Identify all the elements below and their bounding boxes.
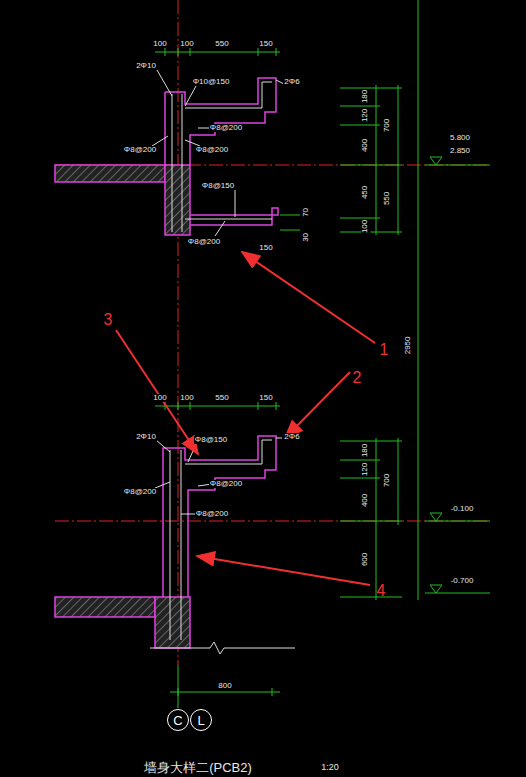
drawing-caption: 墙身大样二(PCB2) xyxy=(143,761,253,775)
dimension-label: Φ10@150 xyxy=(192,78,231,87)
dimension-label: 5.800 xyxy=(449,134,471,143)
dimension-label: 100 xyxy=(179,394,194,403)
dimension-label: 120 xyxy=(362,107,371,122)
dimension-label: 550 xyxy=(214,40,229,49)
dimension-label: 150 xyxy=(258,394,273,403)
callout-number: 4 xyxy=(376,582,387,600)
axis-circle: L xyxy=(190,709,212,731)
dimension-label: 2Φ6 xyxy=(283,78,300,87)
dimension-label: -0.100 xyxy=(450,505,475,514)
dimension-label: 180 xyxy=(362,442,371,457)
dimension-label: 550 xyxy=(214,394,229,403)
dimension-label: 150 xyxy=(258,244,273,253)
dimension-label: 2Φ6 xyxy=(283,433,300,442)
dimension-label: Φ8@200 xyxy=(123,488,157,497)
callout-number: 1 xyxy=(379,341,390,359)
dimension-label: 550 xyxy=(384,190,393,205)
dimension-label: 180 xyxy=(362,88,371,103)
dimension-label: Φ8@200 xyxy=(123,146,157,155)
dimension-label: 100 xyxy=(362,218,371,233)
dimension-label: 100 xyxy=(152,40,167,49)
dimension-label: Φ8@150 xyxy=(194,436,228,445)
dimension-label: 100 xyxy=(152,394,167,403)
dimension-label: Φ8@200 xyxy=(209,124,243,133)
axis-circle: C xyxy=(167,709,189,731)
dimension-label: 120 xyxy=(362,461,371,476)
dimension-label: Φ8@200 xyxy=(209,480,243,489)
dimension-label: 2Φ10 xyxy=(135,433,157,442)
dimension-label: Φ8@200 xyxy=(187,238,221,247)
callout-number: 3 xyxy=(103,311,114,329)
dimension-label: Φ8@200 xyxy=(195,146,229,155)
axis-label: C xyxy=(173,713,182,728)
dimension-label: 2Φ10 xyxy=(135,62,157,71)
dimension-label: 700 xyxy=(384,117,393,132)
dimension-label: 800 xyxy=(217,682,232,691)
dimension-label: 100 xyxy=(179,40,194,49)
dimension-label: 70 xyxy=(302,207,311,218)
dimension-label: 2.850 xyxy=(449,147,471,156)
dimension-label: 700 xyxy=(384,472,393,487)
dimension-label: Φ8@200 xyxy=(195,510,229,519)
dimension-label: 1:20 xyxy=(320,763,340,773)
dimension-label: 30 xyxy=(302,232,311,243)
dimension-label: 400 xyxy=(362,492,371,507)
dimension-label: -0.700 xyxy=(450,577,475,586)
dimension-label: 600 xyxy=(362,551,371,566)
dimension-label: 450 xyxy=(362,184,371,199)
dimension-label: Φ8@150 xyxy=(201,182,235,191)
callout-number: 2 xyxy=(352,369,363,387)
dimension-label: 150 xyxy=(258,40,273,49)
axis-label: L xyxy=(197,713,204,728)
dimension-label: 2950 xyxy=(404,335,413,355)
dimension-label: 400 xyxy=(362,137,371,152)
